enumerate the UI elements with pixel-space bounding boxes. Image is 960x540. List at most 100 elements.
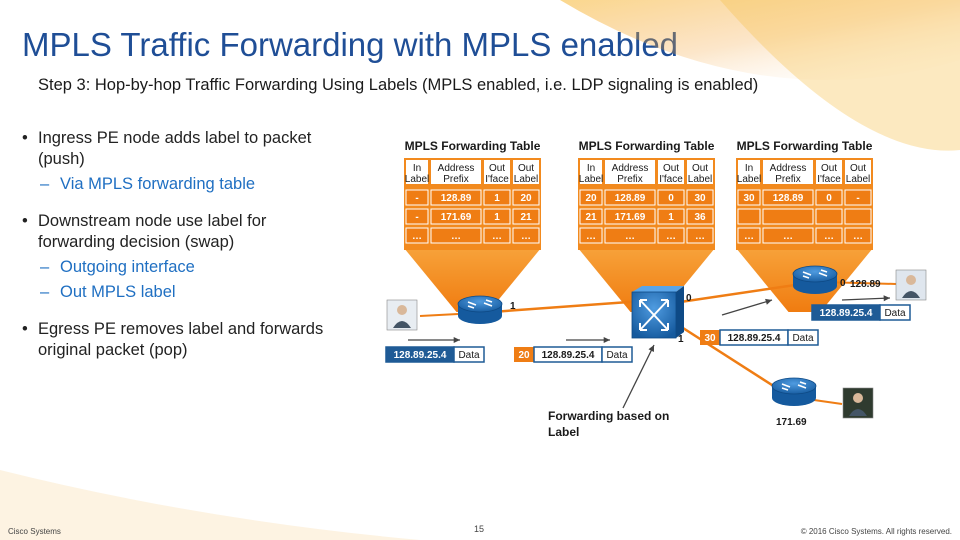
forwarding-table: MPLS Forwarding TableInLabel2021…Address… (578, 139, 715, 312)
page-subtitle: Step 3: Hop-by-hop Traffic Forwarding Us… (38, 76, 759, 94)
host-dest-upper-icon (895, 269, 927, 301)
router-base (772, 390, 816, 406)
router-top (771, 377, 817, 395)
flow-arrow (841, 295, 891, 302)
packet-data-text: Data (458, 350, 480, 361)
table-cell-text: 30 (743, 193, 755, 204)
table-cell (686, 208, 714, 225)
table-cell (579, 189, 603, 206)
table-header-cell (484, 160, 510, 184)
table-cell (686, 189, 714, 206)
table-cell-text: 20 (520, 193, 532, 204)
table-cell (815, 208, 843, 225)
sub-bullet-item: Via MPLS forwarding table (22, 174, 342, 195)
table-header-text: Label (846, 174, 870, 185)
host-body (393, 321, 411, 328)
table-header-text: Prefix (617, 174, 643, 185)
table-header-text: Address (438, 163, 475, 174)
table-cell (604, 208, 656, 225)
arrow-head (765, 298, 772, 305)
router-arrows-icon (781, 381, 807, 391)
table-cell (405, 189, 429, 206)
table-cell (405, 227, 429, 244)
packet-data-cell (787, 329, 819, 346)
table-cell (512, 189, 540, 206)
router-arrows-icon (802, 269, 828, 279)
table-cell (512, 208, 540, 225)
table-cell-text: 0 (826, 193, 832, 204)
table-header-text: I'face (817, 174, 841, 185)
switch-x-icon (639, 299, 669, 331)
bullet-item: Ingress PE node adds label to packet (pu… (22, 128, 342, 170)
arrow-head (883, 295, 890, 302)
router-arrows-icon (467, 299, 493, 309)
table-cell-text: 0 (668, 193, 674, 204)
arrow-shaft (721, 299, 773, 316)
arrow-head (648, 345, 654, 352)
table-cell (604, 189, 656, 206)
host-head (906, 275, 916, 285)
table-cell-text: … (521, 231, 531, 242)
table-cell (844, 189, 872, 206)
table-cell (737, 189, 761, 206)
link-host-pe1 (419, 313, 459, 317)
table-header-text: Label (405, 174, 429, 185)
table-header-text: Out (489, 163, 505, 174)
prefix-label: 171.69 (776, 417, 807, 428)
table-cell-text: … (625, 231, 635, 242)
table-header-text: Label (514, 174, 538, 185)
table-cell-text: 30 (694, 193, 706, 204)
table-cell-text: … (824, 231, 834, 242)
page-number: 15 (474, 524, 485, 534)
table-cell-text: … (586, 231, 596, 242)
table-cell (815, 189, 843, 206)
table-title: MPLS Forwarding Table (737, 139, 873, 153)
table-cell-text: … (451, 231, 461, 242)
forwarding-table: MPLS Forwarding TableInLabel30…AddressPr… (736, 139, 873, 312)
table-header-cell (658, 160, 684, 184)
packet-address-text: 128.89.25.4 (728, 333, 781, 344)
table-cell (430, 189, 482, 206)
flow-arrow (721, 298, 773, 316)
table-cell-text: - (415, 193, 418, 204)
sub-bullet-item: Out MPLS label (22, 282, 342, 303)
table-header-cell (763, 160, 813, 184)
table-cell (483, 208, 511, 225)
table-title: MPLS Forwarding Table (579, 139, 715, 153)
table-header-text: Address (770, 163, 807, 174)
table-cell (483, 227, 511, 244)
footer-company: Cisco Systems (8, 527, 61, 536)
table-cell (762, 189, 814, 206)
table-header-text: Label (688, 174, 712, 185)
table-header-text: I'face (485, 174, 509, 185)
router-base (793, 278, 837, 294)
forwarding-table: MPLS Forwarding TableInLabel--…AddressPr… (404, 139, 541, 312)
packet-label-cell (700, 330, 720, 345)
table-header-cell (816, 160, 842, 184)
table-cell (657, 208, 685, 225)
switch-p-core (631, 286, 684, 339)
flow-arrow (408, 336, 460, 344)
table-header-cell (605, 160, 655, 184)
table-cell (604, 227, 656, 244)
host-head (853, 393, 863, 403)
table-cell-text: … (744, 231, 754, 242)
table-header-text: In (587, 163, 595, 174)
table-cell (657, 227, 685, 244)
table-cell-text: … (412, 231, 422, 242)
table-cell (579, 227, 603, 244)
arrow-head (603, 336, 610, 344)
table-cell-text: 128.89 (773, 193, 804, 204)
arrow-head (453, 336, 460, 344)
table-cell-text: 21 (585, 212, 597, 223)
interface-label: 0 (840, 278, 846, 289)
link-pe1-p (477, 298, 657, 315)
table-cell (844, 208, 872, 225)
table-header-cell (845, 160, 871, 184)
sub-bullet-item: Outgoing interface (22, 257, 342, 278)
packet-data-cell (453, 346, 485, 363)
